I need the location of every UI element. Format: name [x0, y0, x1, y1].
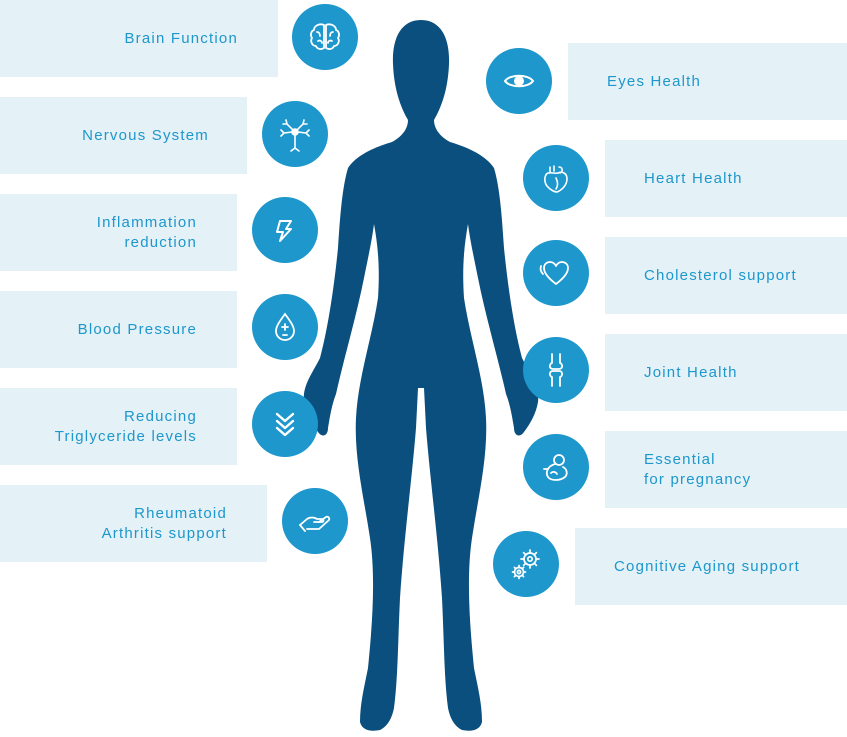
benefit-panel-joint-health: Joint Health	[605, 334, 847, 411]
chevrons-circle	[252, 391, 318, 457]
neuron-circle	[262, 101, 328, 167]
benefit-label: Rheumatoid Arthritis support	[101, 504, 227, 542]
benefit-panel-pregnancy: Essential for pregnancy	[605, 431, 847, 508]
benefit-label: Cognitive Aging support	[614, 557, 801, 575]
benefit-panel-nervous-system: Nervous System	[0, 97, 247, 174]
benefit-label: Blood Pressure	[77, 320, 197, 338]
joint-circle	[523, 337, 589, 403]
gears-circle	[493, 531, 559, 597]
brain-icon	[310, 23, 340, 50]
benefit-panel-heart-health: Heart Health	[605, 140, 847, 217]
gears-icon	[511, 549, 540, 580]
hand-circle	[282, 488, 348, 554]
eye-icon	[503, 74, 535, 88]
benefit-label: Cholesterol support	[644, 266, 797, 284]
fetus-circle	[523, 434, 589, 500]
benefit-label: Heart Health	[644, 169, 743, 187]
benefit-panel-brain-function: Brain Function	[0, 0, 278, 77]
benefit-label: Reducing Triglyceride levels	[54, 407, 197, 445]
bone-joint-icon	[548, 353, 564, 387]
benefit-label: Nervous System	[82, 126, 209, 144]
benefit-panel-blood-pressure: Blood Pressure	[0, 291, 237, 368]
benefit-panel-rheumatoid: Rheumatoid Arthritis support	[0, 485, 267, 562]
blood-drop-icon	[275, 312, 295, 341]
eye-circle	[486, 48, 552, 114]
benefit-panel-cognitive-aging: Cognitive Aging support	[575, 528, 847, 605]
benefit-label: Inflammation reduction	[96, 213, 197, 251]
blood-drop-circle	[252, 294, 318, 360]
benefit-label: Essential for pregnancy	[644, 450, 752, 488]
benefit-panel-cholesterol: Cholesterol support	[605, 237, 847, 314]
heart-circle	[523, 240, 589, 306]
hand-icon	[299, 515, 331, 532]
benefit-label: Brain Function	[124, 29, 238, 47]
chevrons-down-icon	[275, 412, 295, 437]
neuron-icon	[280, 119, 310, 152]
benefit-panel-triglyceride: Reducing Triglyceride levels	[0, 388, 237, 465]
benefit-label: Joint Health	[644, 363, 738, 381]
heart-organ-circle	[523, 145, 589, 211]
brain-circle	[292, 4, 358, 70]
fetus-icon	[543, 454, 568, 481]
benefit-label: Eyes Health	[607, 72, 702, 90]
human-body-silhouette	[303, 20, 539, 731]
lightning-icon	[276, 220, 292, 242]
benefit-panel-inflammation: Inflammation reduction	[0, 194, 237, 271]
lightning-circle	[252, 197, 318, 263]
heart-organ-icon	[544, 165, 568, 193]
heart-icon	[539, 261, 569, 285]
benefit-panel-eyes-health: Eyes Health	[568, 43, 847, 120]
